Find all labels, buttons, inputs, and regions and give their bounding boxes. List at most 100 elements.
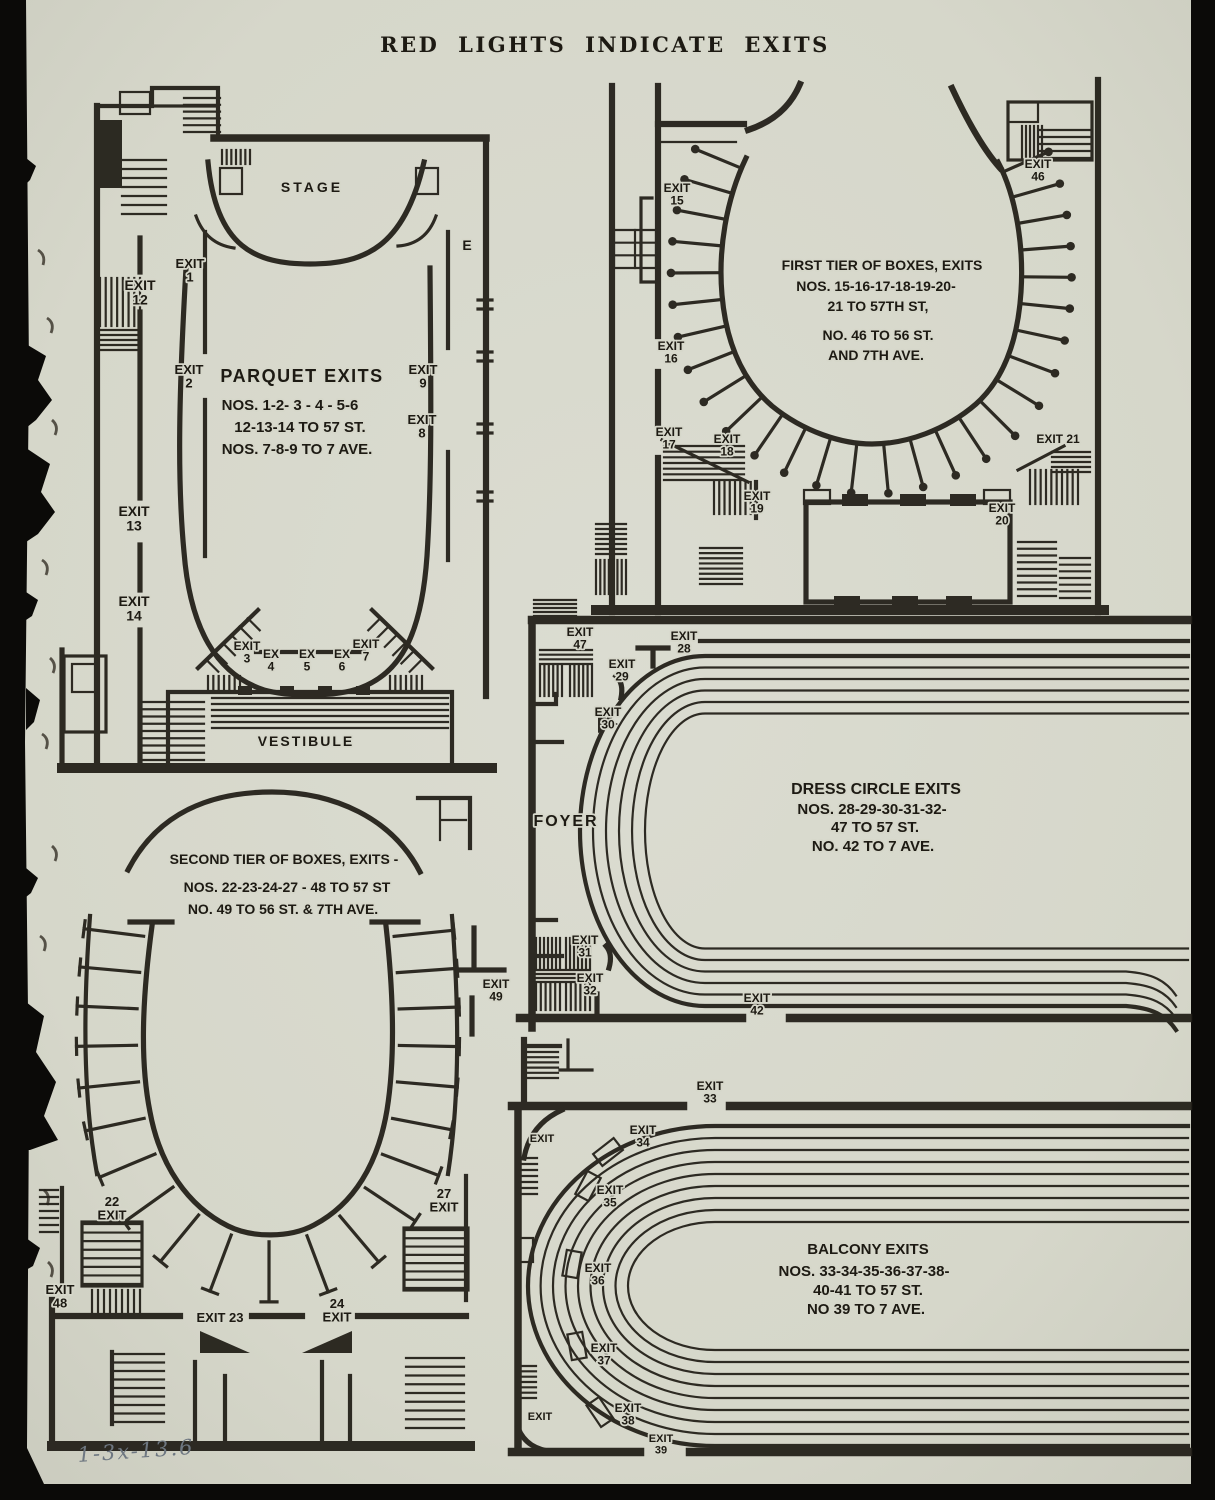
- box-post: [1010, 431, 1020, 441]
- box-divider: [933, 429, 958, 478]
- diagram-line: [947, 83, 1005, 173]
- box-divider: [395, 1080, 459, 1089]
- diagram-line: [26, 448, 55, 542]
- diagram-line: [39, 934, 47, 952]
- box-post: [918, 482, 928, 492]
- stair-hatch: [1016, 540, 1058, 598]
- diagram-line: [529, 691, 565, 959]
- box-divider: [1017, 213, 1069, 225]
- paper-tears: [26, 158, 58, 1270]
- stair-hatch: [366, 616, 424, 674]
- box-post: [690, 144, 700, 154]
- box-divider: [82, 926, 146, 938]
- stair-hatching: [38, 96, 1092, 1430]
- box-post: [1060, 336, 1069, 345]
- box-post: [673, 332, 683, 342]
- tier-row-line: [591, 666, 1190, 1021]
- stair-hatch: [1020, 124, 1044, 160]
- box-dividers: [666, 144, 1076, 498]
- stair-hatch: [82, 1222, 142, 1286]
- box-post: [668, 300, 677, 310]
- divider-cap: [454, 1077, 460, 1097]
- diagram-line: [415, 795, 473, 851]
- diagram-line: [1006, 100, 1040, 124]
- stair-hatch: [98, 276, 142, 328]
- stair-hatch: [204, 616, 262, 674]
- diagram-line: [584, 1395, 616, 1429]
- first-tier-line4: AND 7TH AVE.: [828, 347, 924, 363]
- diagram-line: [366, 616, 382, 632]
- first-tier-line1: NOS. 15-16-17-18-19-20-: [796, 278, 956, 294]
- diagram-line: [96, 120, 122, 188]
- first-tier-line2: 21 TO 57TH ST,: [828, 298, 929, 314]
- stair-hatch: [564, 982, 592, 1012]
- diagram-line: [612, 672, 625, 702]
- divider-cap: [448, 1120, 455, 1140]
- stair-hatch: [210, 696, 450, 730]
- box-post: [1050, 368, 1060, 378]
- box-divider: [78, 965, 142, 975]
- diagram-line: [375, 625, 391, 641]
- diagram-line: [639, 196, 656, 284]
- tier-row-line: [617, 689, 1190, 998]
- diagram-line: [26, 1238, 40, 1270]
- divider-cap: [454, 958, 460, 979]
- second-tier-plan: [47, 789, 507, 1451]
- door-swing: [302, 1331, 352, 1353]
- second-tier-box-rail: [140, 923, 396, 1238]
- tier-row-line: [614, 1208, 1190, 1364]
- stair-hatch: [698, 546, 744, 586]
- box-divider: [957, 416, 989, 461]
- box-divider: [675, 208, 726, 221]
- diagram-line: [70, 662, 98, 694]
- diagram-line: [49, 656, 56, 674]
- door-swing: [200, 1331, 250, 1353]
- box-post: [721, 426, 731, 436]
- tier-row-line: [577, 653, 1191, 1033]
- box-divider: [397, 1043, 462, 1049]
- stair-hatch: [534, 982, 562, 1012]
- stage-front: [205, 158, 428, 267]
- stair-hatch: [90, 1288, 142, 1316]
- stair-hatch: [1028, 468, 1080, 506]
- box-divider: [1021, 244, 1073, 252]
- balcony-rows: [525, 1123, 1191, 1449]
- diagram-line: [408, 658, 424, 674]
- tier-row-line: [589, 1184, 1190, 1388]
- box-post: [680, 175, 689, 184]
- stair-hatch: [182, 96, 222, 134]
- diagram-line: [318, 686, 332, 695]
- parquet-exits-line1: NOS. 1-2- 3 - 4 - 5-6: [222, 397, 359, 414]
- stair-hatch: [712, 480, 758, 516]
- diagram-line: [1015, 443, 1067, 473]
- diagram-line: [80, 1220, 144, 1288]
- box-divider: [752, 413, 784, 458]
- dress-circle-line1: NOS. 28-29-30-31-32-: [797, 801, 946, 818]
- balcony-line3: NO 39 TO 7 AVE.: [807, 1301, 925, 1318]
- aisle-doors: [561, 1136, 625, 1429]
- dress-circle-plan: [515, 615, 1193, 1033]
- divider-cap: [76, 1078, 82, 1098]
- divider-cap: [370, 1254, 388, 1270]
- diagram-line: [391, 641, 407, 657]
- second-tier-title: SECOND TIER OF BOXES, EXITS -: [170, 851, 399, 867]
- diagram-line: [654, 79, 805, 134]
- tier-row-line: [643, 712, 1190, 950]
- tier-row-line: [551, 1148, 1190, 1424]
- divider-cap: [81, 1121, 90, 1141]
- box-divider: [304, 1233, 331, 1294]
- box-post: [666, 268, 676, 278]
- box-divider: [701, 374, 747, 405]
- stair-hatch: [1050, 450, 1092, 474]
